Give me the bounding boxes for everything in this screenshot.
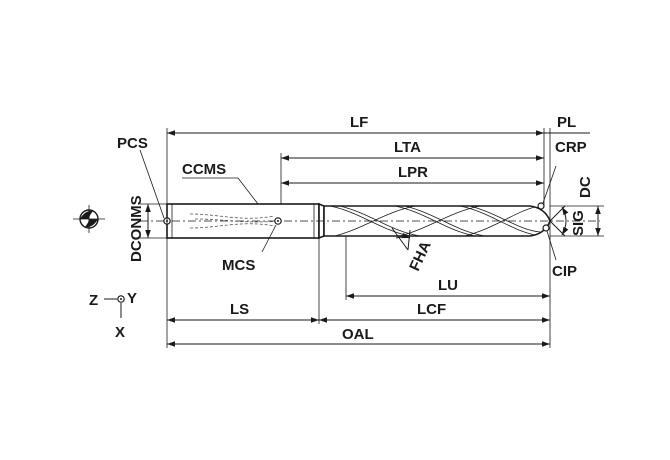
label-crp: CRP <box>555 139 587 156</box>
drill-flutes <box>323 205 551 237</box>
label-cip: CIP <box>552 263 577 280</box>
label-lf: LF <box>350 114 368 131</box>
pcs-leader <box>139 149 165 219</box>
label-sig: SIG <box>570 210 587 236</box>
label-mcs: MCS <box>222 257 255 274</box>
axis-z: Z <box>89 292 98 309</box>
axis-y: Y <box>127 290 137 307</box>
label-pl: PL <box>557 114 576 131</box>
label-lta: LTA <box>394 139 421 156</box>
mcs-leader <box>261 224 277 253</box>
cip-point-icon <box>542 224 550 232</box>
leader-lines <box>139 149 557 261</box>
label-fha: FHA <box>406 238 435 273</box>
axis-x: X <box>115 324 125 341</box>
fha-angle-line <box>391 227 409 251</box>
dimension-labels: LF PL PCS LTA CRP CCMS LPR DCONMS DC SIG… <box>117 114 594 343</box>
drill-body <box>140 202 600 240</box>
sig-angle-arc <box>561 206 569 236</box>
label-oal: OAL <box>342 326 374 343</box>
label-lcf: LCF <box>417 301 446 318</box>
label-ccms: CCMS <box>182 161 226 178</box>
extension-lines <box>140 128 604 348</box>
crp-point-icon <box>537 202 545 210</box>
label-lpr: LPR <box>398 164 428 181</box>
label-ls: LS <box>230 301 249 318</box>
label-dc: DC <box>577 176 594 198</box>
cip-leader <box>546 230 557 261</box>
coordinate-axes: Z Y X <box>89 290 137 341</box>
label-dconms: DCONMS <box>128 195 145 262</box>
drill-end-view-icon <box>73 205 105 233</box>
crp-leader <box>542 165 557 204</box>
label-lu: LU <box>438 277 458 294</box>
dimension-lines <box>145 130 601 347</box>
label-pcs: PCS <box>117 135 148 152</box>
